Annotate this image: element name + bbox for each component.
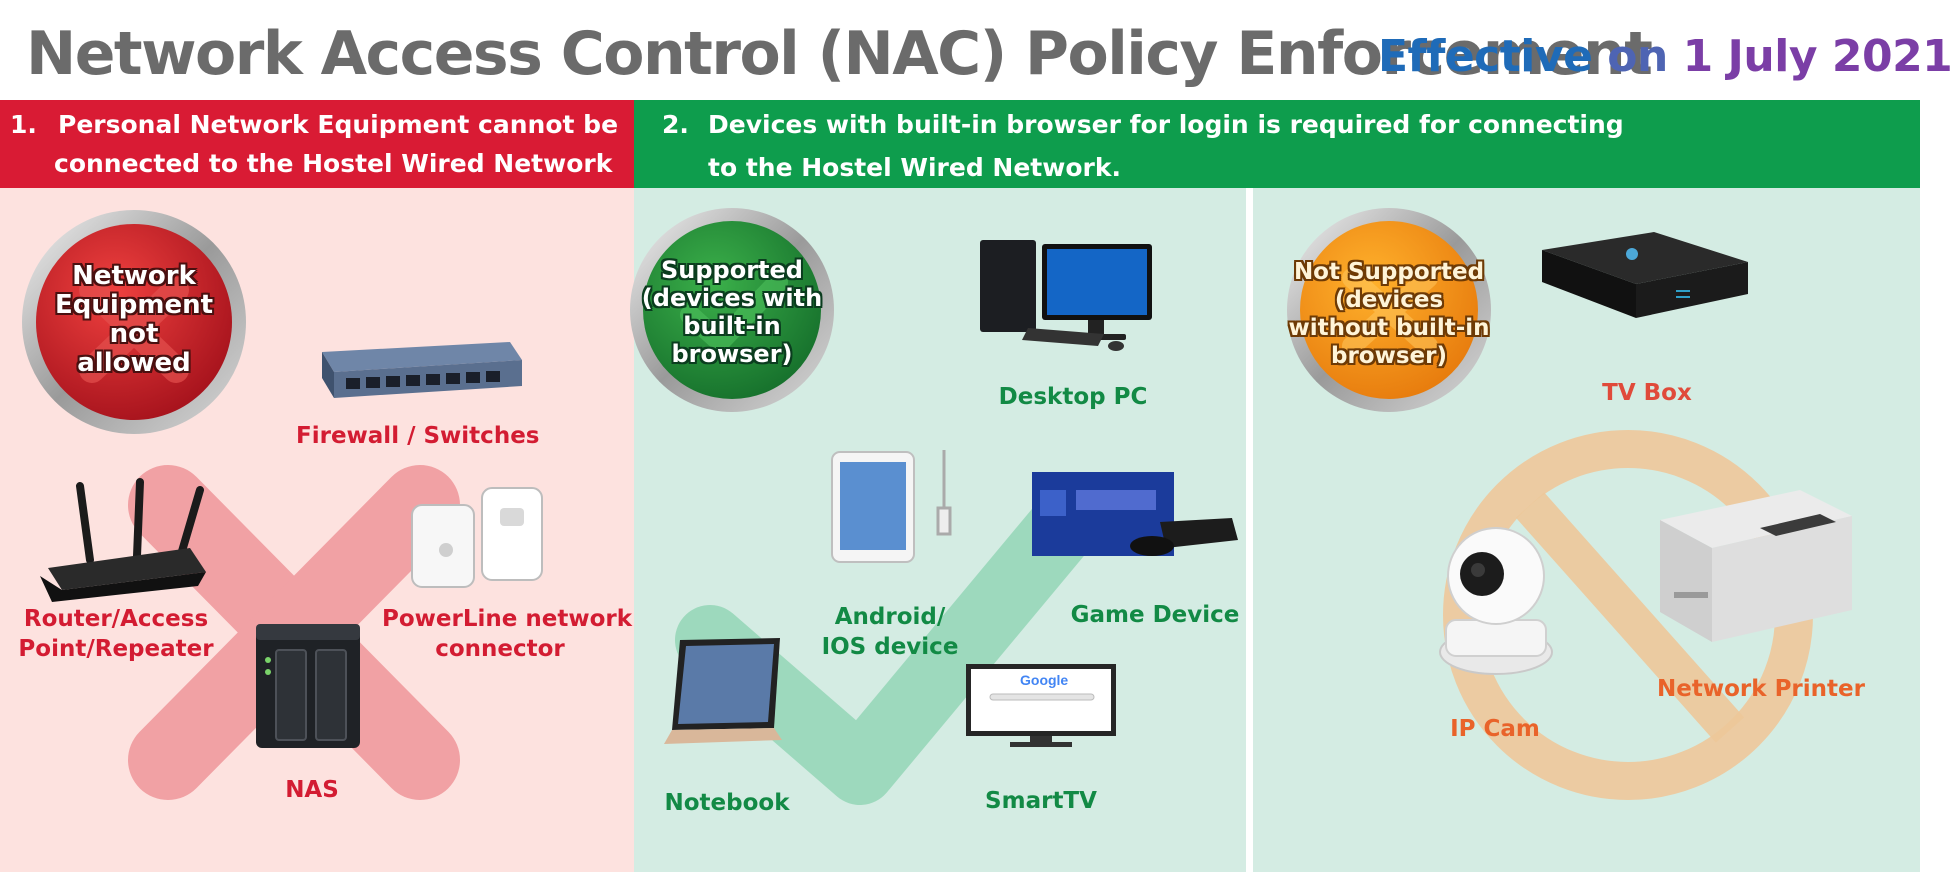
smart-tv-label: SmartTV <box>985 788 1097 814</box>
nas-label: NAS <box>285 777 339 803</box>
panel-divider <box>1246 188 1253 872</box>
router-label: Router/Access Point/Repeater <box>18 606 214 662</box>
game-device-icon <box>1032 472 1238 556</box>
powerline-label: PowerLine network connector <box>382 606 633 662</box>
supported-badge-icon <box>630 208 834 412</box>
rule-2-line-1: Devices with built-in browser for login … <box>708 110 1624 139</box>
notebook-label: Notebook <box>664 790 790 816</box>
rule-1-banner: 1. Personal Network Equipment cannot be … <box>0 100 634 188</box>
desktop-pc-label: Desktop PC <box>998 384 1148 410</box>
effective-word: Effective <box>1378 31 1593 82</box>
nas-icon <box>256 624 360 748</box>
network-printer-icon <box>1660 490 1852 642</box>
rule-1-line-1: Personal Network Equipment cannot be <box>58 110 619 139</box>
not-allowed-badge-icon <box>22 210 246 434</box>
mobile-device-label: Android/ IOS device <box>821 604 959 660</box>
effective-date: Effective on 1 July 2021 <box>1378 24 1952 90</box>
desktop-pc-icon <box>980 240 1152 351</box>
powerline-adapter-icon <box>411 487 543 588</box>
rule-2-banner: 2. Devices with built-in browser for log… <box>634 100 1920 188</box>
tv-box-icon <box>1542 232 1748 318</box>
effective-on: on <box>1607 31 1668 82</box>
effective-date-value: 1 July 2021 <box>1682 31 1952 82</box>
firewall-switches-label: Firewall / Switches <box>296 423 540 449</box>
router-icon <box>40 478 206 602</box>
smart-tv-icon <box>966 664 1116 747</box>
rule-2-number: 2. <box>662 110 689 139</box>
rule-1-line-2: connected to the Hostel Wired Network <box>54 149 613 178</box>
ip-cam-label: IP Cam <box>1450 716 1540 742</box>
rule-1-number: 1. <box>10 110 37 139</box>
ip-cam-icon <box>1439 527 1553 675</box>
tablet-icon <box>831 450 952 563</box>
network-printer-label: Network Printer <box>1657 676 1865 702</box>
not-allowed-badge-text: Network Equipment not allowed <box>54 261 214 378</box>
supported-badge-text: Supported (devices with built-in browser… <box>641 256 823 368</box>
switch-icon <box>322 342 522 398</box>
game-device-label: Game Device <box>1070 602 1240 628</box>
notebook-icon <box>664 638 782 744</box>
smart-tv-screen-text: Google <box>1020 672 1069 688</box>
rule-2-line-2: to the Hostel Wired Network. <box>708 153 1121 182</box>
tv-box-label: TV Box <box>1602 380 1692 406</box>
page-title: Network Access Control (NAC) Policy Enfo… <box>26 19 1653 89</box>
not-supported-badge-icon <box>1287 208 1491 412</box>
not-supported-badge-text: Not Supported (devices without built-in … <box>1288 259 1490 369</box>
